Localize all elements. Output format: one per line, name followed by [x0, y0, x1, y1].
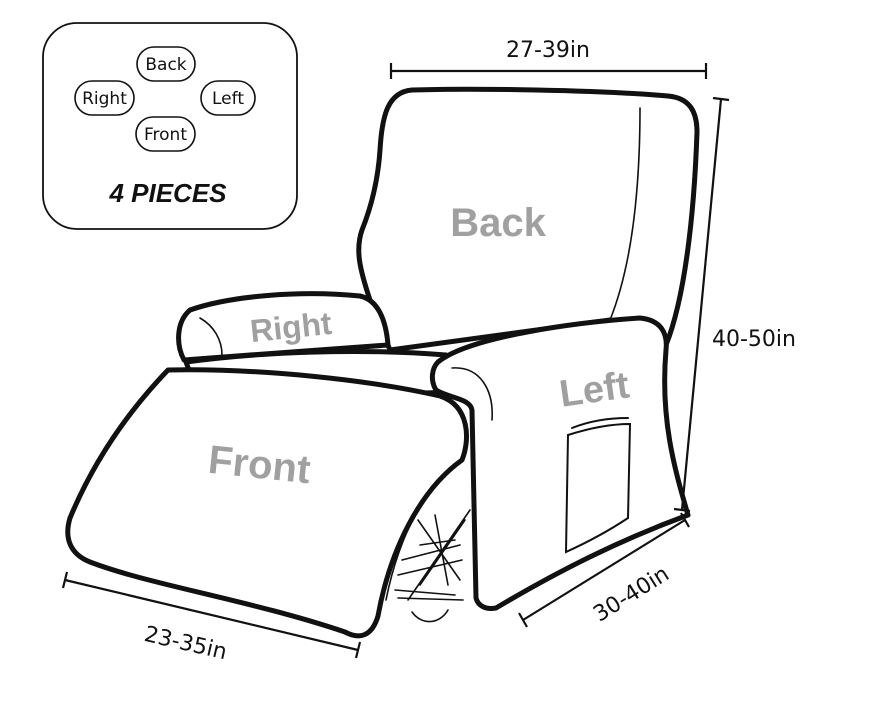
- side-pocket: [564, 422, 632, 554]
- legend-pill-back-label: Back: [145, 55, 186, 75]
- legend-pill-right-label: Right: [82, 89, 127, 109]
- legend-pill-left-label: Left: [212, 89, 244, 109]
- legend-pill-left: [200, 80, 256, 116]
- footrest: [65, 367, 469, 639]
- left-armrest: [429, 315, 691, 611]
- left-armrest-seam: [451, 367, 493, 421]
- legend-pill-front: [135, 116, 196, 152]
- dimension-back-width-label: 27-39in: [506, 38, 590, 63]
- pieces-legend: Back Right Left Front 4 PIECES: [42, 22, 298, 230]
- legend-pill-front-label: Front: [144, 125, 187, 145]
- part-label-right: Right: [248, 305, 333, 349]
- side-pocket-rim: [571, 417, 629, 429]
- legend-caption: 4 PIECES: [108, 178, 227, 208]
- dimension-back-width: 27-39in: [389, 38, 708, 79]
- legend-pill-back: [136, 46, 196, 82]
- legend-pill-right: [74, 80, 135, 116]
- recliner-drawing: [65, 86, 700, 639]
- part-label-front: Front: [206, 438, 312, 492]
- part-label-back: Back: [450, 201, 546, 245]
- dimension-height: 40-50in: [673, 96, 796, 513]
- recliner-mechanism: [394, 509, 471, 623]
- part-label-left: Left: [557, 364, 632, 415]
- back-cushion: [356, 86, 700, 353]
- dimension-footrest-width-label: 23-35in: [142, 622, 229, 665]
- footrest-seam: [385, 459, 463, 601]
- back-side-seam: [609, 107, 641, 321]
- right-armrest-seam: [199, 317, 223, 356]
- dimension-height-label: 40-50in: [712, 327, 796, 352]
- right-armrest: [176, 291, 391, 363]
